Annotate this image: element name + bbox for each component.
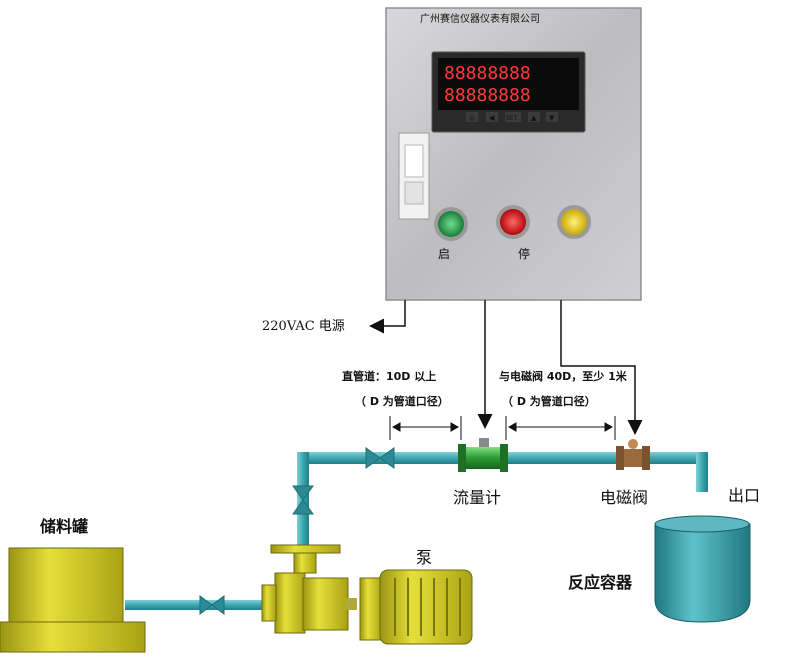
keypad-key-3[interactable] [505, 112, 521, 122]
flowmeter-label: 流量计 [453, 488, 501, 507]
power-label: 220VAC 电源 [262, 319, 345, 334]
suction-valve [199, 595, 225, 615]
pump-volute [302, 577, 349, 631]
pump-coupling [345, 598, 357, 610]
valve-distance-dimension-arrows [507, 422, 614, 432]
storage-tank-label: 储料罐 [39, 517, 88, 536]
valve-distance-label: 与电磁阀 40D，至少 1米 [499, 369, 628, 383]
reactor-rim [654, 515, 750, 533]
reactor-label: 反应容器 [568, 573, 633, 592]
pump-label: 泵 [416, 548, 432, 567]
keypad: ◎ ◀ SET ▲ ▼ [466, 112, 558, 122]
valve-distance-note: （ D 为管道口径） [502, 394, 596, 408]
power-switch-lever[interactable] [404, 144, 424, 178]
solenoid-valve-flange-left [616, 446, 624, 470]
reactor-vessel [654, 515, 751, 623]
solenoid-valve-label: 电磁阀 [600, 488, 648, 507]
keypad-key-4-label: ▲ [531, 114, 537, 122]
power-line-arrow [369, 300, 406, 334]
valve-signal-arrow [560, 300, 643, 435]
reactor-body [654, 523, 751, 623]
motor-body [379, 569, 473, 645]
flowmeter-sensor [479, 438, 489, 447]
keypad-key-1-label: ◎ [469, 114, 475, 122]
keypad-key-5-label: ▼ [549, 114, 555, 122]
outlet-label: 出口 [728, 486, 760, 505]
storage-tank [0, 547, 146, 653]
keypad-key-4[interactable] [528, 112, 540, 122]
keypad-key-2-label: ◀ [489, 114, 495, 122]
keypad-key-1[interactable] [466, 112, 478, 122]
solenoid-valve [616, 439, 650, 470]
display-screen [438, 58, 579, 110]
straight-pipe-dimension-arrows [391, 422, 460, 432]
straight-pipe-note: （ D 为管道口径） [355, 394, 449, 408]
display-row-2: 88888888 [444, 85, 531, 106]
outlet-pipe [696, 452, 708, 492]
start-button-label: 启 [438, 247, 450, 261]
pump-top-flange [270, 544, 341, 554]
power-switch[interactable] [398, 132, 430, 220]
solenoid-valve-flange-right [642, 446, 650, 470]
dimension-lines [389, 416, 616, 440]
signal-lines [369, 300, 643, 435]
pump-neck [293, 552, 317, 574]
keypad-key-3-label: SET [506, 115, 518, 122]
stop-button[interactable] [500, 209, 526, 235]
pump-inlet-flange [261, 584, 277, 622]
stop-button-label: 停 [518, 246, 530, 261]
company-text: 广州赛信仪器仪表有限公司 [420, 12, 540, 25]
piping [125, 438, 708, 615]
pump-inlet-casing [274, 572, 306, 634]
display-row-1: 88888888 [444, 63, 531, 84]
power-switch-base [404, 181, 424, 205]
storage-tank-base [0, 621, 146, 653]
riser-valve [292, 485, 314, 515]
display-unit-label: m³ L/h [540, 94, 556, 100]
control-cabinet: 广州赛信仪器仪表有限公司 88888888 88888888 m³ L/h ◎ … [385, 7, 642, 301]
flowmeter [458, 438, 508, 472]
storage-tank-body [8, 547, 124, 625]
solenoid-valve-coil [628, 439, 638, 449]
motor-fins [394, 578, 461, 636]
keypad-key-5[interactable] [546, 112, 558, 122]
keypad-key-2[interactable] [486, 112, 498, 122]
pump [261, 544, 473, 645]
solenoid-valve-body [624, 449, 642, 467]
start-button[interactable] [438, 211, 464, 237]
flowmeter-body [466, 447, 500, 469]
flowmeter-flange-left [458, 444, 466, 472]
motor-endcap [359, 577, 383, 641]
inlet-valve [365, 447, 395, 469]
alarm-light [561, 209, 587, 235]
straight-pipe-label: 直管道：10D 以上 [342, 369, 436, 383]
flowmeter-flange-right [500, 444, 508, 472]
